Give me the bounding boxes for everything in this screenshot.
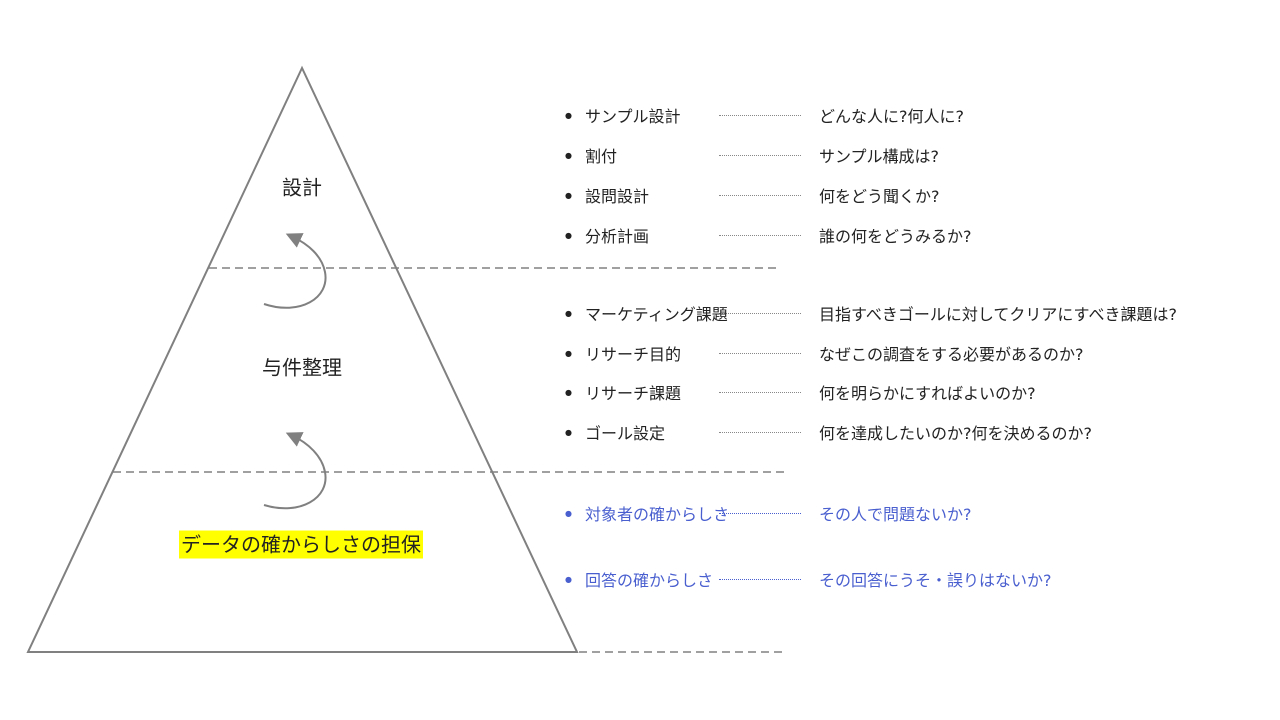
item-question: その人で問題ないか? bbox=[819, 505, 972, 524]
item-label: 対象者の確からしさ bbox=[585, 505, 730, 524]
bullet-icon: ● bbox=[565, 427, 572, 437]
dotted-leader bbox=[719, 235, 801, 236]
list-item: ● 割付 サンプル構成は? bbox=[565, 143, 939, 167]
level-requirements: 与件整理 bbox=[262, 355, 342, 380]
item-label: 分析計画 bbox=[585, 227, 650, 246]
bullet-icon: ● bbox=[565, 348, 572, 358]
item-question: 何をどう聞くか? bbox=[819, 187, 940, 206]
bullet-icon: ● bbox=[565, 308, 572, 318]
bullet-icon: ● bbox=[565, 574, 572, 584]
item-question: その回答にうそ・誤りはないか? bbox=[819, 571, 1052, 590]
dotted-leader bbox=[719, 195, 801, 196]
list-item: ● 分析計画 誰の何をどうみるか? bbox=[565, 223, 972, 247]
bullet-icon: ● bbox=[565, 387, 572, 397]
dotted-leader bbox=[719, 513, 801, 514]
item-label: リサーチ目的 bbox=[585, 345, 682, 364]
dotted-leader bbox=[719, 155, 801, 156]
bullet-icon: ● bbox=[565, 150, 572, 160]
list-item: ● サンプル設計 どんな人に?何人に? bbox=[565, 103, 964, 127]
item-question: 何を明らかにすればよいのか? bbox=[819, 384, 1036, 403]
list-item: ● リサーチ課題 何を明らかにすればよいのか? bbox=[565, 380, 1036, 404]
dotted-leader bbox=[719, 392, 801, 393]
list-item: ● 設問設計 何をどう聞くか? bbox=[565, 183, 940, 207]
item-label: ゴール設定 bbox=[585, 424, 666, 443]
item-label: 設問設計 bbox=[585, 187, 650, 206]
level-design: 設計 bbox=[282, 175, 322, 200]
bullet-icon: ● bbox=[565, 110, 572, 120]
item-label: 割付 bbox=[585, 147, 618, 166]
pyramid-triangle bbox=[26, 65, 579, 653]
item-question: サンプル構成は? bbox=[819, 147, 940, 166]
dotted-leader bbox=[719, 313, 801, 314]
list-item: ● 対象者の確からしさ その人で問題ないか? bbox=[565, 501, 972, 525]
bullet-icon: ● bbox=[565, 508, 572, 518]
item-question: どんな人に?何人に? bbox=[819, 107, 964, 126]
dotted-leader bbox=[719, 115, 801, 116]
dotted-leader bbox=[719, 353, 801, 354]
bullet-icon: ● bbox=[565, 230, 572, 240]
item-label: マーケティング課題 bbox=[585, 305, 728, 324]
item-question: 目指すべきゴールに対してクリアにすべき課題は? bbox=[819, 305, 1177, 324]
list-item: ● リサーチ目的 なぜこの調査をする必要があるのか? bbox=[565, 341, 1084, 365]
item-question: なぜこの調査をする必要があるのか? bbox=[819, 345, 1084, 364]
highlighted-label: データの確からしさの担保 bbox=[179, 530, 423, 559]
level-data-assurance: データの確からしさの担保 bbox=[179, 529, 423, 559]
list-item: ● 回答の確からしさ その回答にうそ・誤りはないか? bbox=[565, 567, 1052, 591]
list-item: ● ゴール設定 何を達成したいのか?何を決めるのか? bbox=[565, 420, 1092, 444]
item-label: 回答の確からしさ bbox=[585, 571, 714, 590]
dotted-leader bbox=[719, 432, 801, 433]
curved-arrow-icon bbox=[263, 432, 327, 510]
item-question: 何を達成したいのか?何を決めるのか? bbox=[819, 424, 1092, 443]
curved-arrow-icon bbox=[263, 233, 327, 309]
item-label: サンプル設計 bbox=[585, 107, 681, 126]
item-question: 誰の何をどうみるか? bbox=[819, 227, 972, 246]
list-item: ● マーケティング課題 目指すべきゴールに対してクリアにすべき課題は? bbox=[565, 301, 1177, 325]
dotted-leader bbox=[719, 579, 801, 580]
item-label: リサーチ課題 bbox=[585, 384, 682, 403]
bullet-icon: ● bbox=[565, 190, 572, 200]
